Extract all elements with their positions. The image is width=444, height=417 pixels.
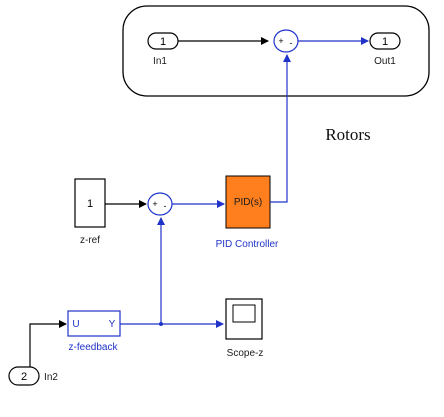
z-ref-constant-block[interactable]: 1 xyxy=(74,178,106,228)
out1-port-number: 1 xyxy=(382,36,388,48)
in1-port-number: 1 xyxy=(160,36,166,48)
pid-block-text: PID(s) xyxy=(234,197,262,208)
scope-z-block[interactable] xyxy=(225,298,263,340)
z-feedback-output-text: Y xyxy=(109,319,116,330)
main-sum-minus-sign: - xyxy=(164,201,167,211)
rotors-sum-plus-sign: + xyxy=(278,36,283,46)
main-sum-plus-sign: + xyxy=(152,199,157,209)
z-feedback-input-text: U xyxy=(72,319,79,330)
z-feedback-block[interactable]: U Y xyxy=(67,310,121,337)
pid-to-rotors-signal[interactable] xyxy=(270,54,291,203)
rotors-sum-minus-sign: - xyxy=(290,38,293,48)
pid-controller-label: PID Controller xyxy=(216,239,279,250)
rotors-subsystem-title: Rotors xyxy=(325,125,370,144)
out1-port[interactable]: 1 xyxy=(369,32,401,50)
out1-port-label: Out1 xyxy=(374,56,396,67)
in2-port[interactable]: 2 xyxy=(8,366,40,386)
rotors-sum-block[interactable]: + - xyxy=(273,29,299,53)
scope-z-label: Scope-z xyxy=(227,348,264,359)
in2-port-number: 2 xyxy=(21,371,27,383)
in1-port-label: In1 xyxy=(153,56,167,67)
z-feedback-label: z-feedback xyxy=(69,342,119,353)
pid-controller-block[interactable]: PID(s) xyxy=(225,175,271,229)
z-ref-value: 1 xyxy=(87,198,93,210)
feedback-branch-point xyxy=(159,322,163,326)
in2-to-feedback-signal[interactable] xyxy=(29,320,67,367)
rotors-subsystem-frame[interactable] xyxy=(122,5,430,97)
in2-port-label: In2 xyxy=(44,372,58,383)
in1-port[interactable]: 1 xyxy=(147,32,179,50)
main-sum-block[interactable]: + - xyxy=(147,192,173,216)
z-ref-label: z-ref xyxy=(80,235,100,246)
